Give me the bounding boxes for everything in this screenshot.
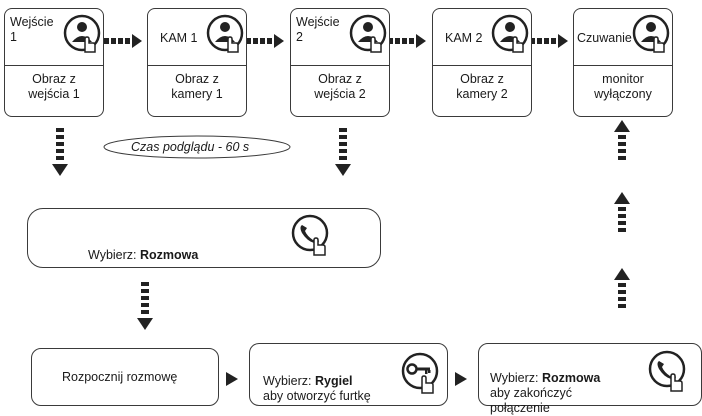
flow-box-desc: monitor wyłączony [594, 72, 652, 101]
flow-box-desc: Obraz z kamery 1 [171, 72, 223, 101]
arrow-up-2 [614, 192, 630, 232]
flow-box-header [574, 9, 672, 66]
arrow-up-3 [614, 268, 630, 308]
arrow-down-1 [52, 128, 68, 176]
handset-touch-icon [290, 213, 334, 266]
flow-box-title: KAM 1 [160, 31, 198, 45]
arrow-right-1 [104, 34, 142, 48]
select-call-text: Wybierz: Rozmowa [88, 233, 198, 263]
arrow-down-3 [137, 282, 153, 330]
flow-box-desc: Obraz z wejścia 2 [314, 72, 366, 101]
person-touch-icon [63, 14, 103, 63]
preview-ellipse [103, 135, 291, 159]
arrow-right-3 [388, 34, 426, 48]
select-lock-bold: Rygiel [314, 374, 353, 388]
select-lock-prefix: Wybierz: [263, 374, 315, 388]
select-call-prefix: Wybierz: [88, 248, 140, 262]
flow-box-camera-1: KAM 1 Obraz z kamery 1 [147, 8, 247, 117]
person-touch-icon [349, 14, 389, 63]
flow-box-entrance-2: Wejście 2 Obraz z wejścia 2 [290, 8, 390, 117]
flow-box-standby: Czuwanie monitor wyłączony [573, 8, 673, 117]
flow-box-title: Wejście 2 [296, 15, 340, 44]
person-touch-icon [206, 14, 246, 63]
arrow-right-4 [530, 34, 568, 48]
person-touch-icon [632, 14, 672, 63]
flow-box-title: Czuwanie [577, 31, 632, 45]
flow-box-desc: Obraz z kamery 2 [456, 72, 508, 101]
arrow-right-2 [246, 34, 284, 48]
flow-box-header [148, 9, 246, 66]
arrow-right-bottom-1 [226, 372, 238, 386]
flow-box-title: KAM 2 [445, 31, 483, 45]
flow-box-desc: Obraz z wejścia 1 [28, 72, 80, 101]
end-call-suffix: aby zakończyć połączenie [490, 386, 572, 415]
select-call-bold: Rozmowa [139, 248, 199, 262]
arrow-right-bottom-2 [455, 372, 467, 386]
key-touch-icon [400, 351, 444, 406]
start-call-box [31, 348, 219, 406]
person-touch-icon [491, 14, 531, 63]
flow-box-header [5, 9, 103, 66]
start-call-text: Rozpocznij rozmowę [62, 370, 178, 384]
flow-box-camera-2: KAM 2 Obraz z kamery 2 [432, 8, 532, 117]
preview-time-label: Czas podglądu - 60 s [131, 140, 250, 154]
flow-box-header [291, 9, 389, 66]
flow-box-title: Wejście 1 [10, 15, 54, 44]
flow-box-header [433, 9, 531, 66]
select-lock-suffix: aby otworzyć furtkę [263, 389, 371, 403]
handset-touch-icon [647, 349, 691, 404]
end-call-prefix: Wybierz: [490, 371, 542, 385]
flow-box-entrance-1: Wejście 1 Obraz z wejścia 1 [4, 8, 104, 117]
arrows-layer [52, 34, 630, 386]
end-call-bold: Rozmowa [541, 371, 601, 385]
arrow-up-1 [614, 120, 630, 160]
arrow-down-2 [335, 128, 351, 176]
